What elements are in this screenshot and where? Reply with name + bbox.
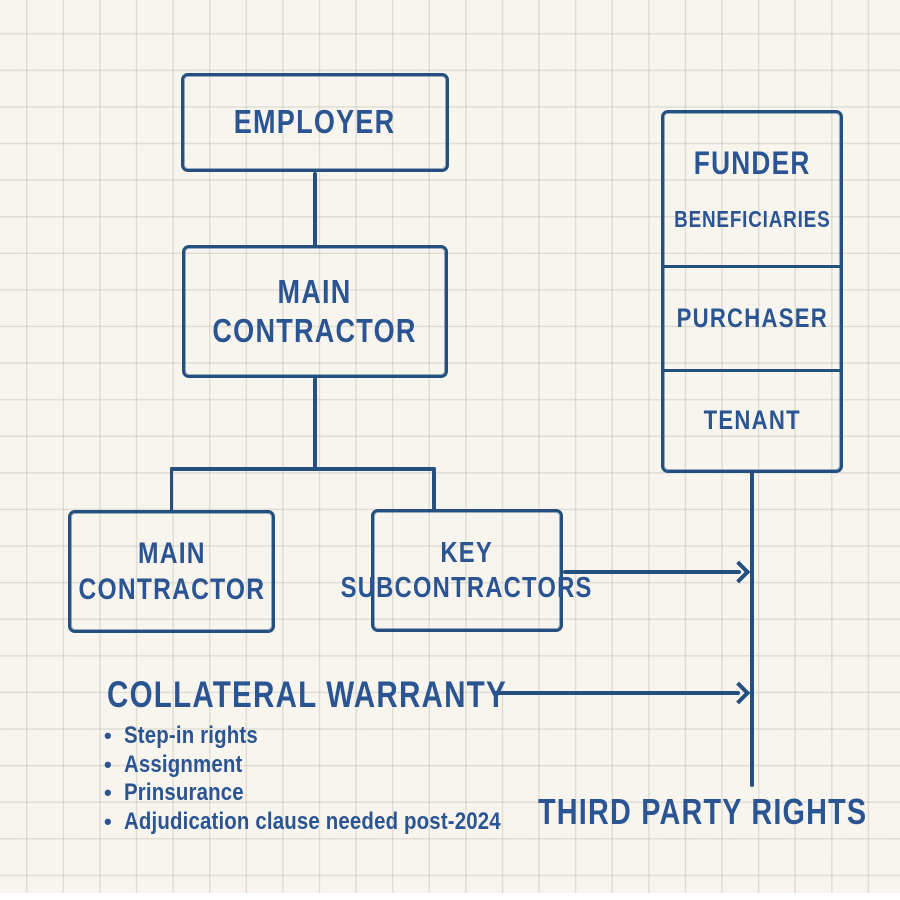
- third-party-rights-heading: THIRD PARTY RIGHTS: [538, 791, 868, 832]
- purchaser-label: PURCHASER: [676, 302, 828, 333]
- bullet-icon: •: [104, 780, 112, 805]
- bullet-icon: •: [104, 723, 112, 748]
- purchaser-cell: PURCHASER: [664, 265, 840, 369]
- main-contractor-lower-box: MAIN CONTRACTOR: [68, 510, 275, 633]
- tenant-label: TENANT: [703, 405, 801, 436]
- connector-employer-to-main: [313, 172, 317, 247]
- main-contractor-box: MAIN CONTRACTOR: [182, 245, 448, 378]
- employer-label: EMPLOYER: [234, 103, 396, 141]
- list-item: • Assignment: [104, 750, 243, 778]
- arrow-warranty-shaft: [494, 691, 740, 695]
- employer-box: EMPLOYER: [181, 73, 449, 172]
- main-contractor-lower-label: MAIN CONTRACTOR: [78, 537, 265, 606]
- connector-split-horizontal: [169, 467, 436, 471]
- bullet-icon: •: [104, 808, 112, 834]
- tenant-cell: TENANT: [664, 369, 840, 470]
- third-party-rights-line: [750, 472, 754, 787]
- list-item: • Adjudication clause needed post-2024: [104, 807, 501, 835]
- connector-split-left-drop: [169, 467, 173, 513]
- funder-cell: FUNDER BENEFICIARIES: [664, 113, 840, 265]
- beneficiaries-label: BENEFICIARIES: [673, 206, 831, 233]
- funder-label: FUNDER: [693, 144, 811, 181]
- bullet-icon: •: [104, 751, 112, 777]
- arrow-subcontractors-shaft: [563, 570, 741, 574]
- stakeholder-panel: FUNDER BENEFICIARIES PURCHASER TENANT: [661, 110, 843, 473]
- key-subcontractors-box: KEY SUBCONTRACTORS: [341, 509, 592, 632]
- connector-main-to-split: [313, 377, 317, 470]
- main-contractor-label: MAIN CONTRACTOR: [212, 272, 418, 349]
- connector-split-right-drop: [432, 467, 436, 512]
- collateral-warranty-heading: COLLATERAL WARRANTY: [107, 674, 507, 715]
- key-subcontractors-label: KEY SUBCONTRACTORS: [341, 537, 593, 604]
- collateral-warranty-bullets: • Step-in rights • Assignment • Prinsura…: [104, 722, 567, 836]
- list-item: • Step-in rights: [104, 722, 258, 749]
- list-item: • Prinsurance: [104, 779, 244, 806]
